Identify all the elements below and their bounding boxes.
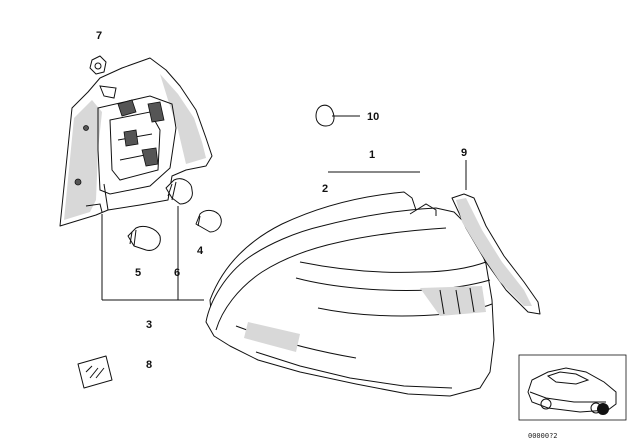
clip-part-10[interactable] (315, 104, 360, 127)
leader-lines (101, 171, 420, 301)
car-thumbnail (518, 354, 627, 421)
catalog-number: 00000?2 (528, 432, 558, 440)
label-10: 10 (367, 111, 379, 123)
side-strip-part-9[interactable] (451, 160, 541, 315)
bulb-part-6[interactable] (165, 178, 193, 205)
label-6: 6 (174, 267, 180, 279)
label-sticker-part-8[interactable] (77, 355, 113, 389)
grommet-part-7[interactable] (89, 55, 107, 75)
label-4: 4 (197, 245, 204, 257)
label-2: 2 (322, 183, 328, 195)
label-8: 8 (146, 359, 152, 371)
bulb-holder-assembly[interactable] (59, 57, 213, 227)
rear-light-lens-part-1[interactable] (205, 203, 495, 397)
label-7: 7 (96, 30, 102, 42)
bulb-part-4[interactable] (195, 209, 222, 233)
label-9: 9 (461, 147, 467, 159)
label-5: 5 (135, 267, 141, 279)
label-1: 1 (369, 149, 375, 161)
bulb-part-5[interactable] (127, 225, 161, 251)
label-3: 3 (146, 319, 152, 331)
